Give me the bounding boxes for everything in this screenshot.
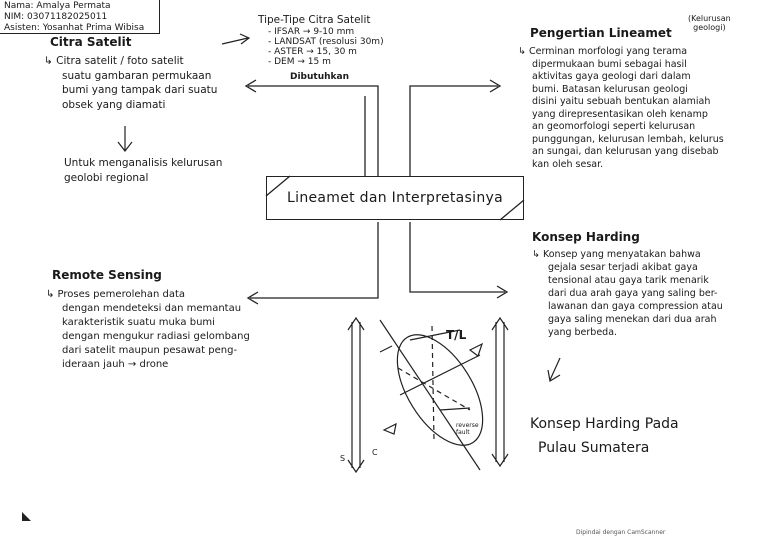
needed-label: Dibutuhkan (290, 72, 349, 82)
harding-sumatera-caption: Konsep Harding Pada Pulau Sumatera (530, 412, 679, 460)
center-title: Lineamet dan Interpretasinya (287, 190, 503, 206)
arrow-harding-down (549, 357, 561, 381)
citra-title: Citra Satelit (50, 35, 132, 49)
pengertian-aside-line: geologi) (693, 23, 726, 32)
remote-line: dari satelit maupun pesawat peng- (62, 345, 238, 356)
connector-upper-left (248, 85, 379, 176)
pengertian-line: an geomorfologi seperti kelurusan (532, 121, 696, 132)
pengertian-line: yang direpresentasikan oleh kenamp (532, 108, 708, 120)
remote-title: Remote Sensing (52, 268, 162, 282)
student-id: NIM: 03071182025011 (4, 12, 108, 22)
citra-purpose: Untuk menganalisis kelurusan geolobi reg… (64, 156, 222, 185)
harding-sketch (347, 316, 509, 474)
arrow-head-tipe (239, 33, 251, 45)
arrow-head-lower-left (246, 291, 259, 305)
connector-upper-right (409, 85, 498, 176)
pengertian-definition: ↳ Cerminan morfologi yang terama dipermu… (518, 46, 724, 171)
citra-purpose-line: geolobi regional (64, 171, 149, 184)
student-name: Nama: Amalya Permata (4, 1, 111, 11)
harding-definition: ↳ Konsep yang menyatakan bahwa gejala se… (532, 248, 723, 339)
arrow-head-citra-down (117, 141, 133, 152)
pengertian-line: punggungan, kelurusan lembah, kelurus (532, 133, 724, 145)
remote-line: dengan mendeteksi dan memantau (62, 303, 242, 314)
harding-line: tensional atau gaya tarik menarik (548, 275, 709, 286)
student-info-box: Nama: Amalya Permata NIM: 03071182025011… (0, 0, 160, 34)
harding-title: Konsep Harding (532, 230, 640, 244)
pengertian-aside: (Kelurusan geologi) (688, 14, 731, 32)
pengertian-line: bumi. Batasan kelurusan geologi (532, 83, 688, 95)
tipe-title: Tipe-Tipe Citra Satelit (258, 14, 371, 26)
arrow-head-upper-right (489, 79, 502, 93)
pengertian-line: dipermukaan bumi sebagai hasil (532, 58, 687, 70)
scanner-watermark: Dipindai dengan CamScanner (576, 529, 666, 536)
harding-line: lawanan dan gaya compression atau (548, 301, 723, 312)
pengertian-line: kan oleh sesar. (532, 158, 604, 170)
harding-line: yang berbeda. (548, 327, 618, 338)
box-corner-br (499, 199, 525, 221)
pengertian-line: ↳ Cerminan morfologi yang terama (518, 46, 688, 57)
connector-lower-left (250, 222, 379, 299)
corner-marker-icon (22, 512, 31, 521)
tipe-item: - LANDSAT (resolusi 30m) (268, 37, 384, 47)
pengertian-line: disini yaitu sebuah bentukan alamiah (532, 96, 711, 107)
citra-line: obsek yang diamati (62, 98, 166, 111)
remote-line: ↳ Proses pemerolehan data (46, 289, 186, 300)
harding-sumatera-line: Konsep Harding Pada (530, 416, 679, 432)
sketch-label-c: C (372, 448, 378, 457)
citra-line: bumi yang tampak dari suatu (62, 84, 218, 96)
tipe-list: - IFSAR → 9-10 mm - LANDSAT (resolusi 30… (268, 27, 384, 67)
arrow-head-upper-left (244, 79, 257, 93)
harding-line: ↳ Konsep yang menyatakan bahwa (532, 249, 701, 260)
tipe-item: - DEM → 15 m (268, 57, 331, 67)
center-title-box: Lineamet dan Interpretasinya (266, 176, 524, 220)
harding-line: dari dua arah gaya yang saling ber- (548, 288, 718, 299)
sketch-label-reverse-line: reverse (456, 422, 479, 429)
arrow-head-lower-right (496, 285, 509, 299)
arrow-head-harding-down (547, 369, 561, 382)
remote-line: dengan mengukur radiasi gelombang (62, 331, 250, 342)
connector-lower-right (409, 222, 505, 293)
remote-definition: ↳ Proses pemerolehan data dengan mendete… (46, 288, 250, 372)
sketch-label-reverse-fault: reverse fault (456, 422, 479, 436)
harding-sumatera-line: Pulau Sumatera (538, 440, 650, 456)
sketch-label-top: T/L (446, 328, 467, 342)
pengertian-line: an sungai, dan kelurusan yang disebab (532, 146, 719, 157)
sketch-label-s: S (340, 454, 346, 463)
tipe-item: - ASTER → 15, 30 m (268, 47, 357, 57)
citra-definition: ↳ Citra satelit / foto satelit suatu gam… (44, 54, 217, 112)
remote-line: karakteristik suatu muka bumi (62, 317, 215, 328)
pengertian-aside-line: (Kelurusan (688, 14, 731, 23)
citra-line: suatu gambaran permukaan (62, 69, 212, 82)
tipe-item: - IFSAR → 9-10 mm (268, 27, 355, 37)
arrow-to-tipe (221, 37, 249, 45)
harding-line: gejala sesar terjadi akibat gaya (548, 262, 698, 273)
harding-line: gaya saling menekan dari dua arah (548, 314, 717, 325)
pengertian-line: aktivitas gaya geologi dari dalam (532, 71, 691, 82)
pengertian-title: Pengertian Lineamet (530, 26, 672, 40)
citra-purpose-line: Untuk menganalisis kelurusan (64, 157, 223, 169)
sketch-label-reverse-line: fault (456, 429, 470, 436)
citra-line: ↳ Citra satelit / foto satelit (44, 55, 184, 67)
assistant-name: Asisten: Yosanhat Prima Wibisa (4, 23, 145, 33)
remote-line: ideraan jauh → drone (62, 359, 169, 370)
box-corner-tl (265, 175, 291, 197)
